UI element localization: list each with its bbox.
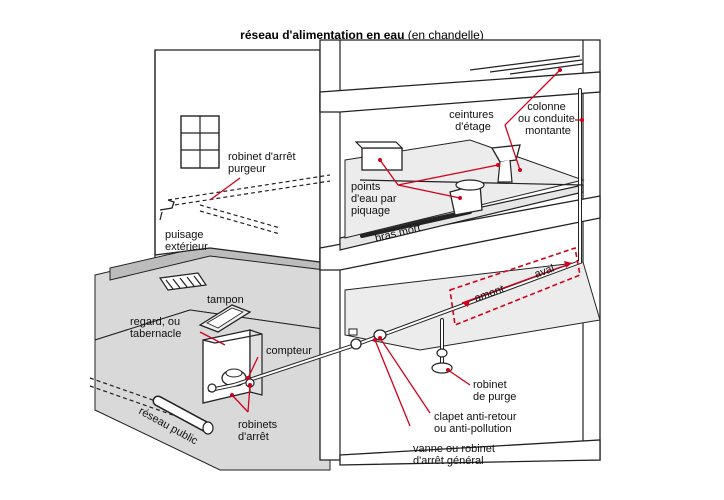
leader-lines xyxy=(199,68,584,427)
label-puisage-exterieur: puisage extérieur xyxy=(165,229,208,253)
valves xyxy=(207,328,453,393)
label-robinets-arret: robinets d'arrêt xyxy=(238,419,280,443)
label-points-eau: points d'eau par piquage xyxy=(351,181,400,217)
amont-aval-box xyxy=(449,246,581,327)
label-vanne: vanne ou robinet d'arrêt général xyxy=(413,443,498,467)
label-ceintures: ceintures d'étage xyxy=(449,109,497,133)
manhole-lid xyxy=(198,304,252,333)
vent-grate xyxy=(158,272,208,291)
title-normal: (en chandelle) xyxy=(404,28,483,42)
label-regard: regard, ou tabernacle xyxy=(130,316,183,340)
label-tampon: tampon xyxy=(207,294,244,306)
building-facade xyxy=(154,49,321,263)
upper-floor-fixtures xyxy=(354,141,584,238)
label-colonne: colonne ou conduite montante xyxy=(518,101,578,137)
outdoor-tap-branch xyxy=(159,174,331,235)
public-network-pipe xyxy=(89,377,214,435)
window xyxy=(180,115,220,169)
label-clapet: clapet anti-retour ou anti-pollution xyxy=(434,411,520,435)
label-compteur: compteur xyxy=(266,345,312,357)
label-robinet-purge: robinet de purge xyxy=(473,379,516,403)
diagram-title: réseau d'alimentation en eau (en chandel… xyxy=(240,28,484,42)
title-bold: réseau d'alimentation en eau xyxy=(240,28,404,42)
label-robinet-arret-purgeur: robinet d'arrêt purgeur xyxy=(228,151,299,175)
